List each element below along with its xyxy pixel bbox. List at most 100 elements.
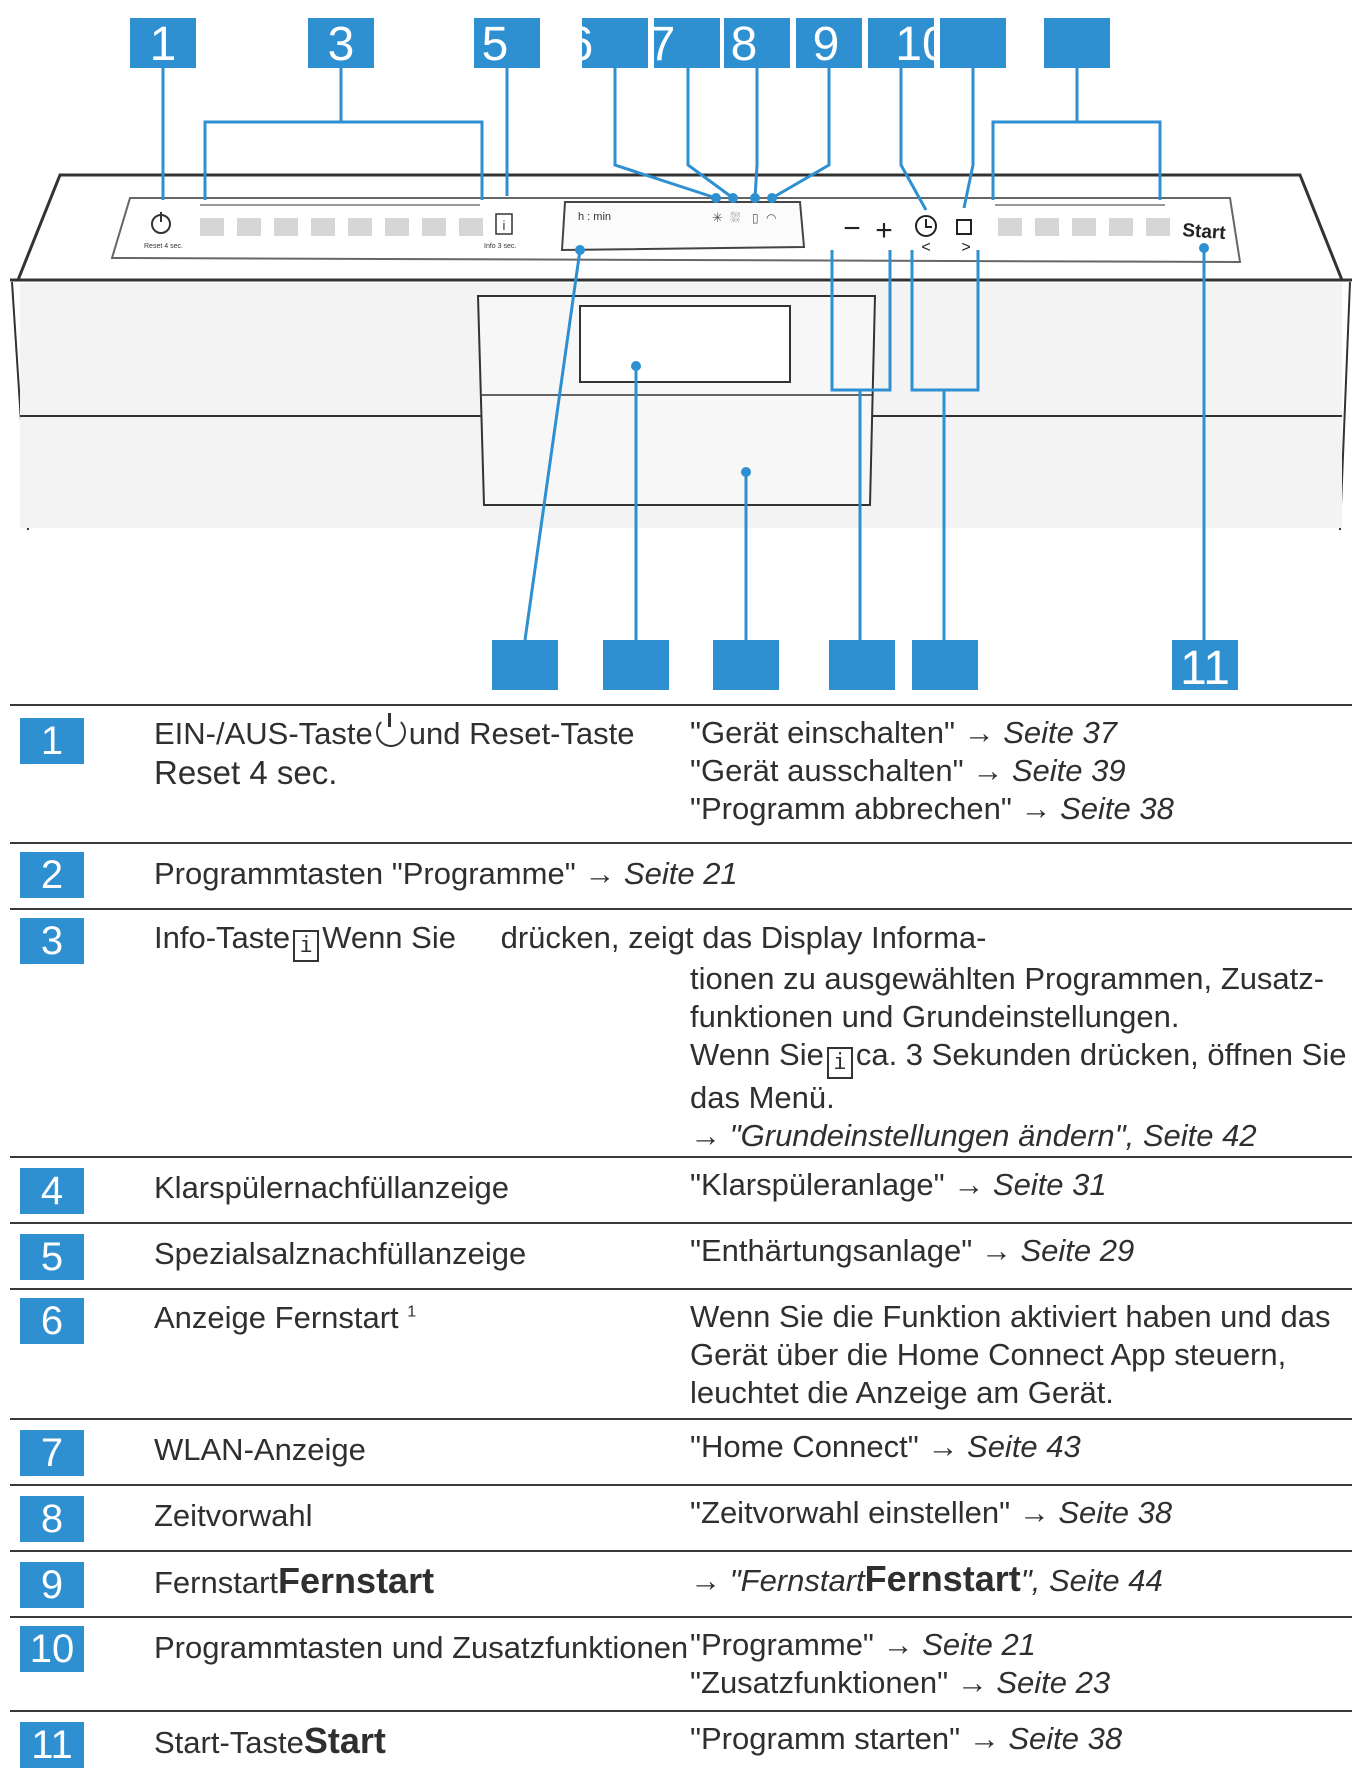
dishwasher-control-panel-diagram: 1 3 5 6 7 8 9 10 Reset: [10, 18, 1352, 690]
option-buttons[interactable]: [998, 218, 1170, 236]
legend-desc-9: → "FernstartFernstart", Seite 44: [690, 1558, 1163, 1599]
legend-row-11: 11 Start-TasteStart "Programm starten" →…: [10, 1710, 1352, 1772]
legend-badge-7: 7: [20, 1430, 84, 1476]
callout-label-7: 7: [649, 18, 676, 71]
legend-badge-6: 6: [20, 1298, 84, 1344]
legend-row-6: 6 Anzeige Fernstart 1 Wenn Sie die Funkt…: [10, 1288, 1352, 1418]
info-button[interactable]: i Info 3 sec.: [484, 213, 516, 250]
legend-row-2: 2 Programmtasten "Programme" → Seite 21: [10, 842, 1352, 908]
callout-label-3: 3: [328, 18, 355, 71]
panel-display: h : min ✳ ⛆ ▯ ◠: [560, 201, 806, 252]
legend-row-8: 8 Zeitvorwahl "Zeitvorwahl einstellen" →…: [10, 1484, 1352, 1550]
callout-box-bottom-b: [603, 640, 669, 690]
legend-badge-8: 8: [20, 1496, 84, 1542]
legend-badge-11: 11: [20, 1722, 84, 1768]
info-icon: i: [503, 218, 506, 233]
callout-box-11: [1172, 640, 1238, 690]
info-label: Info 3 sec.: [484, 243, 516, 250]
legend-row-9: 9 FernstartFernstart → "FernstartFernsta…: [10, 1550, 1352, 1616]
legend-row-7: 7 WLAN-Anzeige "Home Connect" → Seite 43: [10, 1418, 1352, 1484]
start-button[interactable]: Start: [1182, 220, 1227, 244]
power-icon: [375, 713, 406, 747]
callout-box-8: [724, 18, 790, 68]
callout-label-6: 6: [567, 18, 594, 71]
callout-box-3: [308, 18, 374, 68]
legend-desc-10: "Programme" → Seite 21 "Zusatzfunktionen…: [690, 1627, 1111, 1700]
legend-label-10: Programmtasten und Zusatzfunktionen: [154, 1630, 689, 1665]
callout-box-unlabeled-b: [1044, 18, 1110, 68]
delay-timer-button[interactable]: <: [915, 215, 937, 256]
legend-label-4: Klarspülernachfüllanzeige: [154, 1170, 510, 1205]
callout-box-6: [582, 18, 648, 68]
legend-desc-8: "Zeitvorwahl einstellen" → Seite 38: [690, 1495, 1173, 1530]
power-button[interactable]: Reset 4 sec.: [144, 212, 183, 250]
callout-label-5: 5: [482, 18, 509, 71]
legend-label-9: FernstartFernstart: [154, 1560, 435, 1601]
legend-desc-11: "Programm starten" → Seite 38: [690, 1721, 1123, 1756]
callout-box-unlabeled-a: [940, 18, 1006, 68]
bottom-callouts: 11: [492, 640, 1238, 690]
legend-badge-3: 3: [20, 918, 84, 964]
legend-desc-7: "Home Connect" → Seite 43: [690, 1429, 1081, 1464]
legend-badge-1: 1: [20, 718, 84, 764]
plus-button[interactable]: +: [875, 214, 893, 247]
legend-desc-6: Wenn Sie die Funktion aktiviert haben un…: [690, 1299, 1331, 1410]
legend-badge-4: 4: [20, 1168, 84, 1214]
legend-badge-10: 10: [20, 1626, 84, 1672]
legend-label-1-after: und Reset-Taste: [408, 716, 635, 751]
svg-text:+: +: [875, 214, 893, 247]
legend-label-6: Anzeige Fernstart 1: [154, 1300, 417, 1335]
legend-label-11: Start-TasteStart: [154, 1720, 386, 1761]
legend-label-8: Zeitvorwahl: [154, 1498, 313, 1533]
callout-label-11: 11: [1180, 642, 1230, 690]
callout-label-8: 8: [731, 18, 758, 71]
legend-label-1-text: EIN-/AUS-Taste: [154, 716, 373, 751]
legend-label-2: Programmtasten "Programme" → Seite 21: [154, 856, 738, 891]
wifi-icon: ◠: [766, 211, 776, 225]
clock-icon: [915, 215, 937, 237]
callout-label-1: 1: [150, 18, 177, 71]
callout-label-10: 10: [895, 18, 948, 71]
remote-start-icon: ▯: [752, 211, 759, 225]
legend-label-5: Spezialsalznachfüllanzeige: [154, 1236, 527, 1271]
minus-button[interactable]: −: [843, 212, 861, 245]
salt-icon: ⛆: [730, 210, 741, 225]
callout-box-10: [868, 18, 934, 68]
leader-dots: [575, 193, 1209, 477]
legend-label-7: WLAN-Anzeige: [154, 1432, 366, 1467]
leader-lines: [161, 68, 1206, 641]
top-callouts: 1 3 5 6 7 8 9 10: [130, 18, 1110, 71]
next-arrow: >: [961, 239, 970, 256]
legend-desc-4: "Klarspüleranlage" → Seite 31: [690, 1167, 1107, 1202]
remote-start-panel-icon: [956, 219, 972, 235]
callout-box-bottom-c: [713, 640, 779, 690]
legend-label-1: EIN-/AUS-Taste und Reset-Taste: [154, 713, 635, 752]
callout-label-9: 9: [813, 18, 840, 71]
remote-start-button[interactable]: >: [956, 219, 972, 256]
reset-label: Reset 4 sec.: [144, 243, 183, 250]
legend-label-2-ref: Seite 21: [623, 856, 738, 891]
info-icon: i: [826, 1047, 853, 1079]
legend-desc-5: "Enthärtungsanlage" → Seite 29: [690, 1233, 1135, 1268]
callout-box-bottom-e: [912, 640, 978, 690]
callout-box-5: [474, 18, 540, 68]
legend-badge-9: 9: [20, 1562, 84, 1608]
info-icon: i: [293, 930, 320, 962]
callout-box-7: [654, 18, 720, 68]
callout-box-1: [130, 18, 196, 68]
previous-arrow: <: [921, 239, 930, 256]
legend-row-10: 10 Programmtasten und Zusatzfunktionen "…: [10, 1616, 1352, 1710]
footnote-marker: 1: [407, 1303, 417, 1321]
program-buttons-left[interactable]: [200, 218, 483, 236]
rinse-aid-icon: ✳: [712, 210, 723, 225]
legend-row-5: 5 Spezialsalznachfüllanzeige "Enthärtung…: [10, 1222, 1352, 1288]
appliance-body: [10, 173, 1352, 531]
svg-text:Start: Start: [1182, 220, 1227, 244]
legend-badge-5: 5: [20, 1234, 84, 1280]
legend-row-4: 4 Klarspülernachfüllanzeige "Klarspülera…: [10, 1156, 1352, 1222]
callout-box-bottom-d: [829, 640, 895, 690]
